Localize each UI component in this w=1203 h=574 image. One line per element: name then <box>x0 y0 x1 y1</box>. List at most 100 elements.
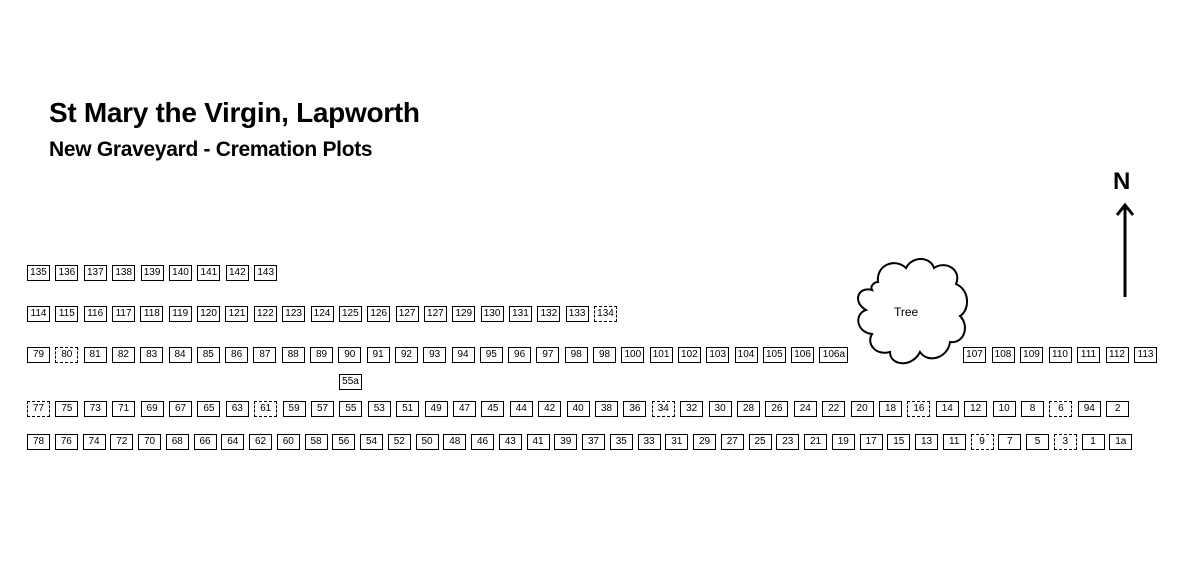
plot-box[interactable]: 71 <box>112 401 136 417</box>
plot-box[interactable]: 89 <box>310 347 333 363</box>
plot-box[interactable]: 37 <box>582 434 605 450</box>
plot-box[interactable]: 141 <box>197 265 221 281</box>
plot-box[interactable]: 84 <box>168 347 192 363</box>
plot-box[interactable]: 72 <box>110 434 134 450</box>
plot-box[interactable]: 54 <box>360 434 383 450</box>
plot-box[interactable]: 66 <box>193 434 217 450</box>
plot-box[interactable]: 83 <box>140 347 164 363</box>
plot-box[interactable]: 127 <box>423 306 447 322</box>
plot-box[interactable]: 49 <box>424 401 448 417</box>
plot-box[interactable]: 129 <box>452 306 476 322</box>
plot-box[interactable]: 21 <box>804 434 827 450</box>
plot-box[interactable]: 48 <box>443 434 467 450</box>
plot-box[interactable]: 24 <box>793 401 817 417</box>
plot-box[interactable]: 87 <box>253 347 277 363</box>
plot-box[interactable]: 140 <box>169 265 192 281</box>
plot-box[interactable]: 90 <box>338 347 362 363</box>
plot-box[interactable]: 65 <box>197 401 221 417</box>
plot-box[interactable]: 108 <box>991 347 1015 363</box>
plot-box[interactable]: 126 <box>367 306 391 322</box>
plot-box-vacant[interactable]: 34 <box>651 401 675 417</box>
plot-box[interactable]: 130 <box>480 306 504 322</box>
plot-box[interactable]: 82 <box>111 347 135 363</box>
plot-box-vacant[interactable]: 6 <box>1049 401 1073 417</box>
plot-box[interactable]: 13 <box>915 434 938 450</box>
plot-box[interactable]: 81 <box>83 347 107 363</box>
plot-box[interactable]: 91 <box>366 347 390 363</box>
plot-box[interactable]: 136 <box>55 265 79 281</box>
plot-box[interactable]: 106 <box>791 347 815 363</box>
plot-box[interactable]: 30 <box>708 401 732 417</box>
plot-box[interactable]: 62 <box>249 434 272 450</box>
plot-box[interactable]: 1 <box>1081 434 1105 450</box>
plot-box[interactable]: 11 <box>942 434 966 450</box>
plot-box[interactable]: 137 <box>83 265 107 281</box>
plot-box[interactable]: 60 <box>276 434 300 450</box>
plot-box[interactable]: 68 <box>165 434 189 450</box>
plot-box[interactable]: 57 <box>311 401 334 417</box>
plot-box[interactable]: 124 <box>310 306 334 322</box>
plot-box[interactable]: 103 <box>706 347 730 363</box>
plot-box-vacant[interactable]: 9 <box>970 434 994 450</box>
plot-box[interactable]: 96 <box>508 347 532 363</box>
plot-box[interactable]: 102 <box>677 347 701 363</box>
plot-box-vacant[interactable]: 80 <box>55 347 79 363</box>
plot-box[interactable]: 121 <box>225 306 249 322</box>
plot-box[interactable]: 26 <box>765 401 789 417</box>
plot-box[interactable]: 135 <box>27 265 50 281</box>
plot-box[interactable]: 63 <box>225 401 249 417</box>
plot-box[interactable]: 18 <box>879 401 902 417</box>
plot-box[interactable]: 51 <box>396 401 420 417</box>
plot-box[interactable]: 15 <box>887 434 911 450</box>
plot-box[interactable]: 2 <box>1106 401 1130 417</box>
plot-box[interactable]: 98 <box>593 347 616 363</box>
plot-box[interactable]: 19 <box>831 434 855 450</box>
plot-box[interactable]: 40 <box>566 401 590 417</box>
plot-box[interactable]: 74 <box>82 434 106 450</box>
plot-box[interactable]: 36 <box>623 401 647 417</box>
plot-box[interactable]: 76 <box>54 434 78 450</box>
plot-box[interactable]: 56 <box>332 434 356 450</box>
plot-box[interactable]: 100 <box>621 347 645 363</box>
plot-box[interactable]: 12 <box>964 401 988 417</box>
plot-box[interactable]: 22 <box>822 401 846 417</box>
plot-box[interactable]: 106a <box>819 347 849 363</box>
plot-box[interactable]: 119 <box>168 306 192 322</box>
plot-box[interactable]: 110 <box>1048 347 1072 363</box>
plot-box[interactable]: 78 <box>27 434 50 450</box>
plot-box[interactable]: 33 <box>637 434 661 450</box>
plot-box[interactable]: 17 <box>859 434 883 450</box>
plot-box[interactable]: 117 <box>112 306 136 322</box>
plot-box[interactable]: 132 <box>537 306 561 322</box>
plot-box[interactable]: 133 <box>565 306 589 322</box>
plot-box[interactable]: 94 <box>1077 401 1101 417</box>
plot-box[interactable]: 28 <box>737 401 760 417</box>
plot-box[interactable]: 111 <box>1077 347 1100 363</box>
plot-box[interactable]: 55a <box>339 374 362 390</box>
plot-box[interactable]: 125 <box>338 306 362 322</box>
plot-box[interactable]: 86 <box>225 347 249 363</box>
plot-box[interactable]: 101 <box>649 347 673 363</box>
plot-box[interactable]: 123 <box>282 306 306 322</box>
plot-box[interactable]: 127 <box>395 306 419 322</box>
plot-box[interactable]: 52 <box>387 434 411 450</box>
plot-box-vacant[interactable]: 134 <box>594 306 617 322</box>
plot-box[interactable]: 42 <box>538 401 562 417</box>
plot-box[interactable]: 64 <box>221 434 245 450</box>
plot-box[interactable]: 31 <box>665 434 689 450</box>
plot-box[interactable]: 95 <box>479 347 503 363</box>
plot-box[interactable]: 69 <box>140 401 164 417</box>
plot-box-vacant[interactable]: 16 <box>907 401 931 417</box>
plot-box[interactable]: 50 <box>415 434 439 450</box>
plot-box[interactable]: 114 <box>27 306 50 322</box>
plot-box[interactable]: 94 <box>451 347 475 363</box>
plot-box[interactable]: 73 <box>83 401 107 417</box>
plot-box[interactable]: 29 <box>693 434 716 450</box>
plot-box[interactable]: 98 <box>564 347 588 363</box>
plot-box[interactable]: 88 <box>281 347 305 363</box>
plot-box[interactable]: 8 <box>1021 401 1044 417</box>
plot-box[interactable]: 97 <box>536 347 560 363</box>
plot-box[interactable]: 41 <box>526 434 550 450</box>
plot-box[interactable]: 14 <box>935 401 959 417</box>
plot-box[interactable]: 138 <box>112 265 136 281</box>
